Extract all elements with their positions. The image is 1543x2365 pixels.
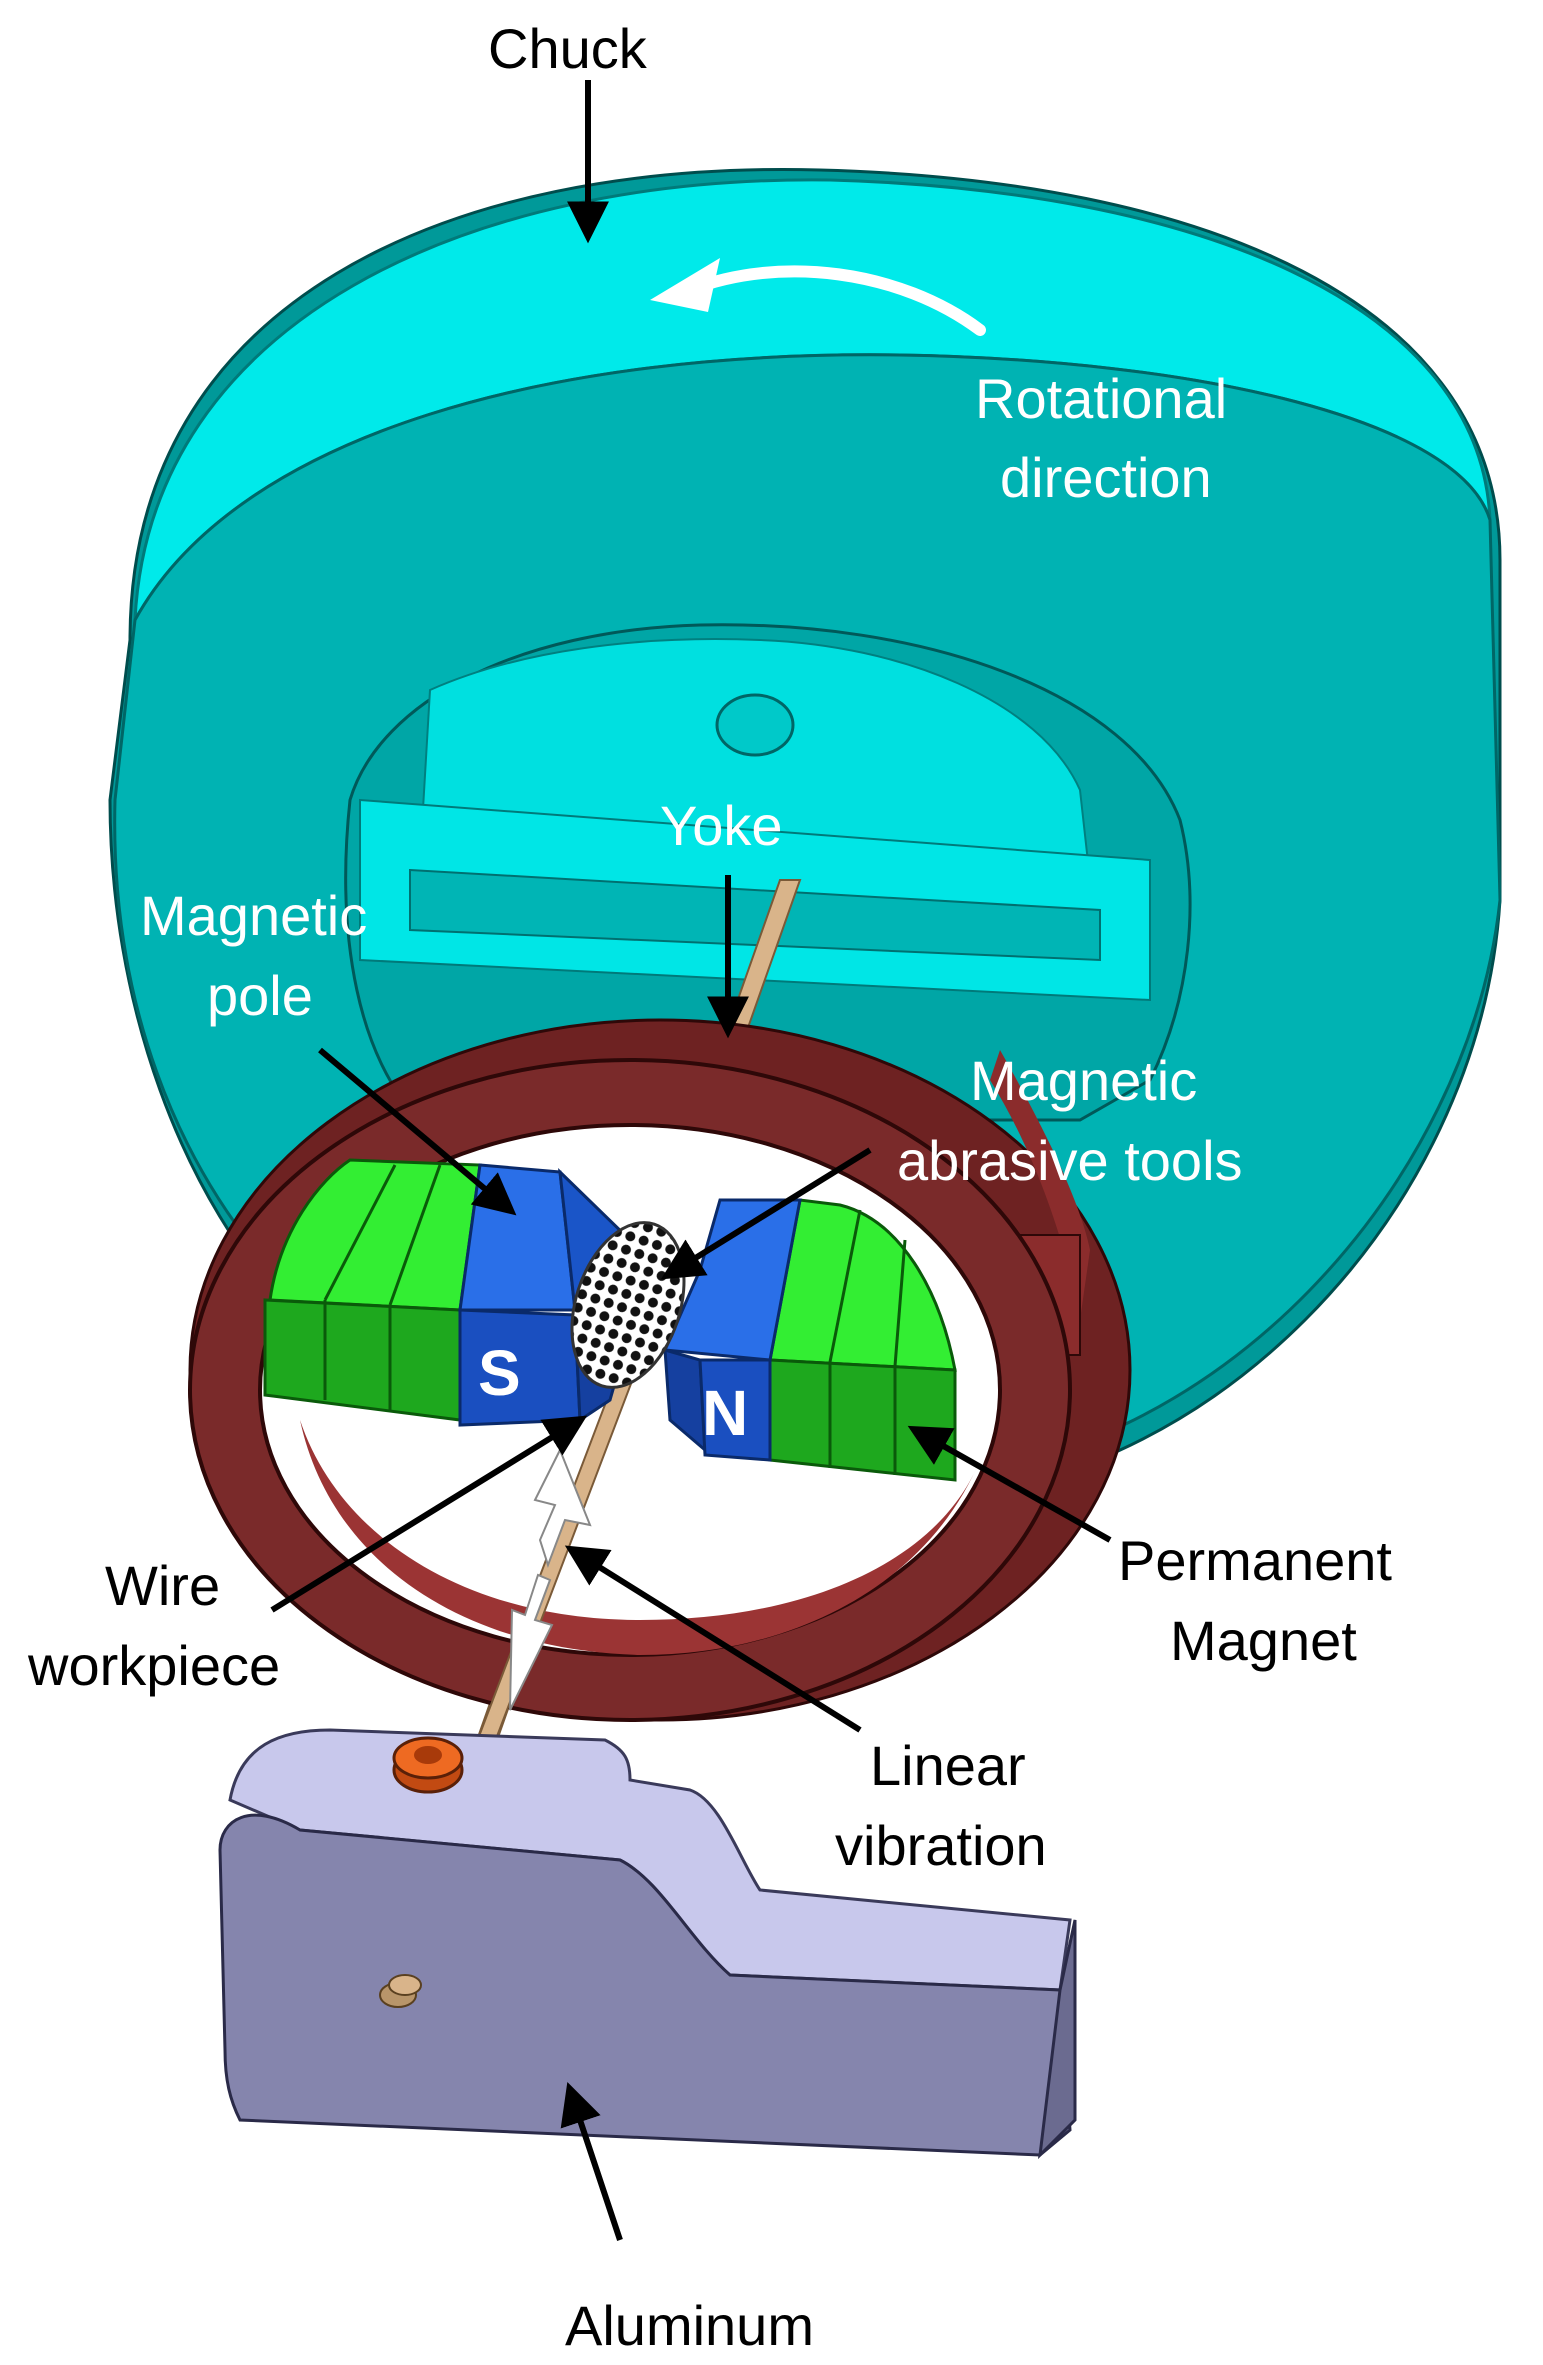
n-pole-letter: N — [702, 1377, 748, 1449]
label-wire-line1: Wire — [105, 1554, 220, 1617]
right-permanent-magnet-top — [768, 1198, 957, 1372]
right-magnet-assembly: N — [662, 1198, 957, 1482]
label-rotational-line1: Rotational — [975, 367, 1227, 430]
fixture-front — [218, 1813, 1072, 2157]
label-rotational-line2: direction — [1000, 446, 1212, 509]
right-permanent-magnet-front — [768, 1358, 957, 1482]
labels: Chuck Rotational direction Yoke Magnetic… — [27, 17, 1392, 2357]
left-magnet-assembly: S — [263, 1158, 632, 1427]
wire-pointer — [270, 1415, 588, 1613]
aluminum-pointer — [560, 2082, 623, 2241]
fixture-pin-top — [388, 1974, 422, 1996]
aluminum-fixture — [218, 1728, 1077, 2160]
n-pole-taper — [662, 1198, 802, 1362]
label-magnetic-pole-line2: pole — [207, 964, 313, 1027]
label-permanent-line1: Permanent — [1118, 1529, 1392, 1592]
s-pole-top — [458, 1163, 577, 1312]
chuck-slot-shadow — [409, 868, 1101, 962]
permanent-magnet-pointer — [907, 1425, 1112, 1543]
linear-vibration-pointer — [564, 1545, 862, 1733]
label-yoke: Yoke — [660, 794, 783, 857]
linear-vibration-arrow — [509, 1447, 592, 1711]
n-pole-front — [698, 1358, 772, 1462]
magnetic-abrasive-tools — [570, 1221, 686, 1389]
label-abrasive-line1: Magnetic — [970, 1049, 1197, 1112]
pointer-arrows — [270, 80, 1112, 2241]
label-permanent-line2: Magnet — [1170, 1609, 1357, 1672]
yoke-inner-rim — [300, 1420, 980, 1655]
rotation-arrow — [650, 258, 986, 336]
label-wire-line2: workpiece — [27, 1634, 280, 1697]
fixture-screw-socket — [414, 1746, 442, 1764]
fixture-side — [1037, 1919, 1077, 2160]
label-magnetic-pole-line1: Magnetic — [140, 884, 367, 947]
label-linear-line2: vibration — [835, 1814, 1047, 1877]
label-linear-line1: Linear — [870, 1734, 1026, 1797]
abrasive-pointer — [660, 1147, 872, 1280]
label-aluminum: Aluminum — [565, 2294, 814, 2357]
chuck-hole-upper — [715, 693, 795, 757]
label-chuck: Chuck — [488, 17, 648, 80]
label-abrasive-line2: abrasive tools — [897, 1129, 1243, 1192]
s-pole-letter: S — [478, 1337, 521, 1409]
magnetic-pole-pointer — [318, 1047, 517, 1216]
